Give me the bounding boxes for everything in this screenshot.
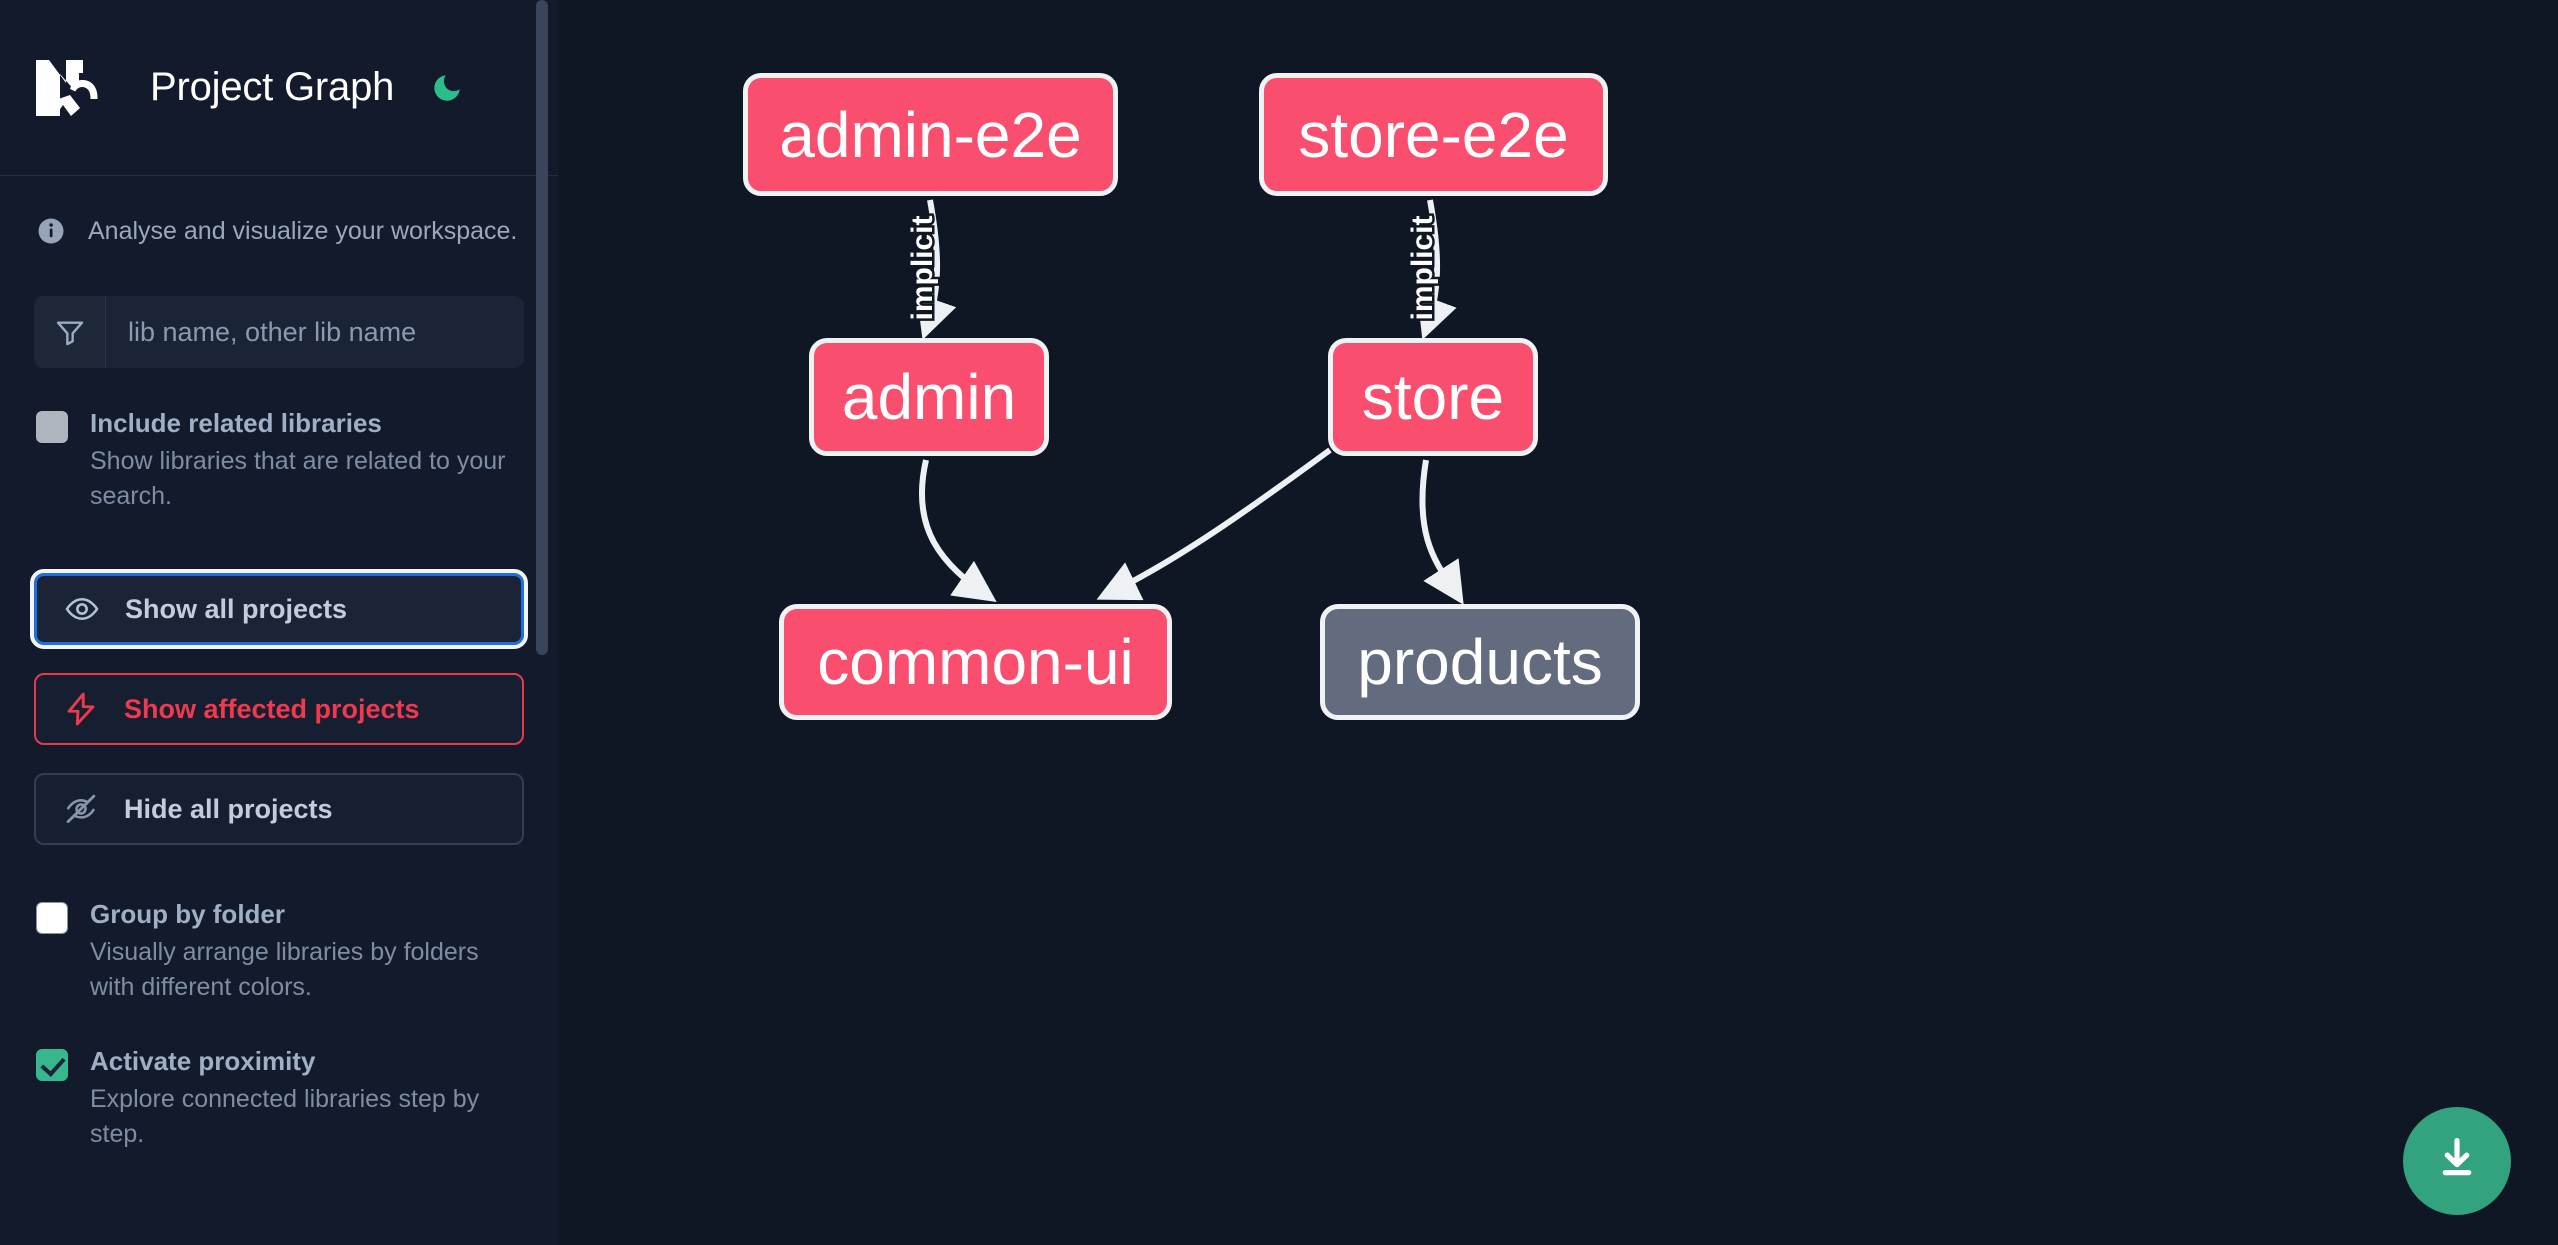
workspace-info-text: Analyse and visualize your workspace. — [88, 216, 518, 245]
hide-all-projects-button[interactable]: Hide all projects — [34, 773, 524, 846]
download-icon — [2431, 1133, 2483, 1190]
checkbox-group-by-folder-texts: Group by folder Visually arrange librari… — [90, 897, 520, 1004]
edge-label-implicit-admin: implicit — [906, 215, 939, 320]
filter-icon — [34, 296, 106, 368]
checkbox-include-related-libraries[interactable]: Include related libraries Show libraries… — [34, 406, 524, 513]
graph-node-products[interactable]: products — [1320, 604, 1640, 720]
sidebar-scrollbar-thumb[interactable] — [536, 0, 548, 655]
sidebar: Project Graph Analy — [0, 0, 558, 1245]
sidebar-header: Project Graph — [0, 0, 558, 176]
edge-store-e2e-store — [1417, 199, 1457, 340]
checkbox-group-by-folder-box[interactable] — [36, 902, 68, 935]
checkbox-group-by-folder-desc: Visually arrange libraries by folders wi… — [90, 938, 479, 1001]
eye-off-icon — [62, 790, 100, 828]
download-button[interactable] — [2403, 1107, 2511, 1215]
edge-admin-e2e-admin — [916, 199, 957, 340]
edge-label-implicit-store: implicit — [1406, 215, 1439, 320]
checkbox-activate-proximity-desc: Explore connected libraries step by step… — [90, 1085, 480, 1148]
graph-node-store[interactable]: store — [1328, 338, 1538, 456]
show-all-projects-label: Show all projects — [125, 593, 348, 624]
info-icon — [36, 216, 66, 246]
eye-icon — [63, 590, 101, 628]
edge-store-products — [1419, 459, 1464, 605]
page-title: Project Graph — [150, 65, 395, 109]
nx-logo — [34, 59, 118, 117]
search-bar[interactable] — [34, 296, 524, 368]
edge-admin-common-ui — [919, 459, 997, 602]
hide-all-projects-label: Hide all projects — [124, 793, 333, 824]
edge-store-common-ui — [1096, 447, 1332, 601]
graph-node-common-ui[interactable]: common-ui — [779, 604, 1172, 720]
checkbox-include-related-libraries-label: Include related libraries — [90, 408, 382, 438]
show-affected-projects-button[interactable]: Show affected projects — [34, 673, 524, 746]
checkbox-activate-proximity-texts: Activate proximity Explore connected lib… — [90, 1044, 520, 1151]
checkbox-group-by-folder-label: Group by folder — [90, 899, 285, 930]
search-input[interactable] — [106, 296, 524, 368]
sidebar-scroll-region: Project Graph Analy — [0, 0, 558, 1245]
checkbox-include-related-libraries-desc: Show libraries that are related to your … — [90, 447, 506, 510]
checkbox-group-by-folder[interactable]: Group by folder Visually arrange librari… — [34, 897, 524, 1004]
graph-node-admin-e2e[interactable]: admin-e2e — [743, 73, 1118, 196]
checkbox-activate-proximity-label: Activate proximity — [90, 1046, 316, 1077]
moon-icon[interactable] — [426, 67, 468, 109]
checkbox-include-related-libraries-box[interactable] — [36, 411, 68, 443]
checkbox-activate-proximity-box[interactable] — [36, 1049, 68, 1082]
lightning-bolt-icon — [62, 690, 100, 728]
workspace-info: Analyse and visualize your workspace. — [34, 176, 524, 246]
graph-canvas[interactable]: implicit implicit admin-e2e store-e2e ad… — [558, 0, 2558, 1245]
graph-edges: implicit implicit — [904, 199, 1464, 605]
graph-node-store-e2e[interactable]: store-e2e — [1259, 73, 1608, 196]
graph-node-admin[interactable]: admin — [809, 338, 1049, 456]
show-affected-projects-label: Show affected projects — [124, 693, 420, 724]
show-all-projects-button[interactable]: Show all projects — [30, 569, 528, 650]
checkbox-include-related-libraries-texts: Include related libraries Show libraries… — [90, 406, 520, 513]
sidebar-body: Analyse and visualize your workspace. In… — [0, 176, 558, 1151]
checkbox-activate-proximity[interactable]: Activate proximity Explore connected lib… — [34, 1044, 524, 1151]
